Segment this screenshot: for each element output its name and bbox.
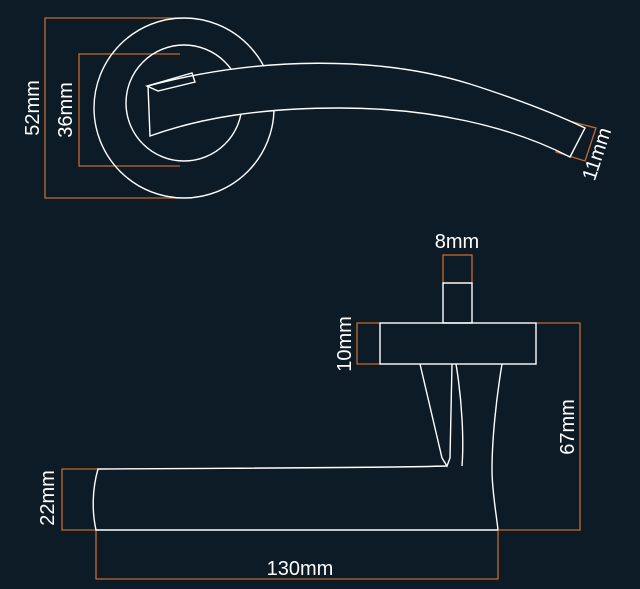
lever-tip-label: 11mm bbox=[578, 125, 616, 183]
rose-diameter-guide bbox=[44, 17, 180, 199]
side-rose-plate bbox=[379, 322, 537, 365]
top-lever-keyhole-notch bbox=[144, 72, 196, 92]
inner-plate-label: 36mm bbox=[55, 82, 77, 138]
lever-height-label: 22mm bbox=[37, 470, 59, 526]
lever-length-guide bbox=[95, 530, 499, 580]
top-lever-outline bbox=[147, 62, 586, 158]
rose-thickness-label: 10mm bbox=[334, 316, 356, 372]
side-view bbox=[61, 254, 581, 580]
projection-label: 67mm bbox=[557, 399, 579, 455]
lever-length-label: 130mm bbox=[267, 558, 334, 580]
projection-guide bbox=[498, 322, 581, 531]
top-view bbox=[44, 17, 597, 199]
side-lever-neck bbox=[491, 363, 503, 531]
spindle-guide bbox=[442, 254, 473, 284]
rose-diameter-label: 52mm bbox=[22, 80, 44, 136]
lever-height-guide bbox=[61, 468, 98, 531]
inner-plate-guide bbox=[78, 53, 180, 167]
side-lever-inner-edge bbox=[455, 363, 464, 467]
side-lever-grip bbox=[92, 465, 498, 531]
rose-thickness-guide bbox=[356, 322, 380, 365]
spindle bbox=[442, 282, 473, 324]
spindle-label: 8mm bbox=[435, 231, 479, 253]
side-lever-outline bbox=[419, 363, 453, 468]
